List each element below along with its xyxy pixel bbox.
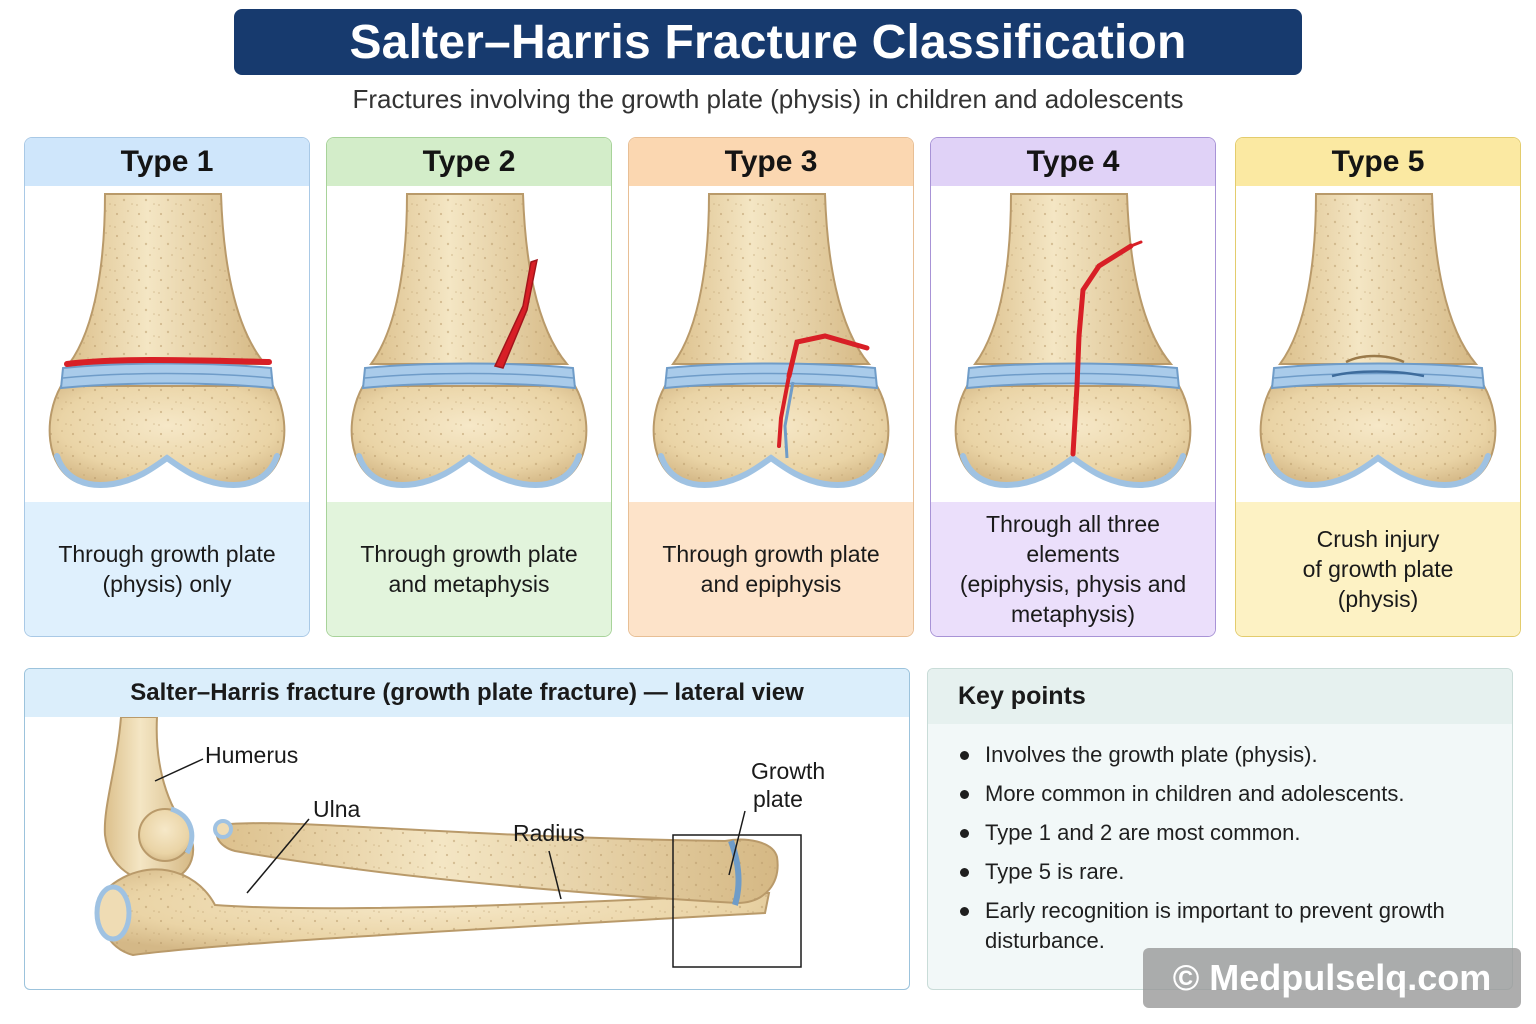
fracture-line [493, 258, 538, 369]
type-card-5: Type 5 Crush injury of growth plate (phy… [1235, 137, 1521, 637]
key-point-item: Early recognition is important to preven… [958, 896, 1482, 956]
type-header: Type 2 [327, 138, 611, 186]
elbow-forearm-illustration: Humerus Ulna Radius Growth plate [94, 717, 825, 968]
key-point-item: Type 5 is rare. [958, 857, 1482, 887]
lateral-view-title: Salter–Harris fracture (growth plate fra… [25, 669, 909, 717]
key-point-item: Involves the growth plate (physis). [958, 740, 1482, 770]
type-card-1: Type 1 Through growth plate (physis) onl… [24, 137, 310, 637]
key-points-title: Key points [928, 669, 1512, 724]
type-header: Type 3 [629, 138, 913, 186]
page-subtitle: Fractures involving the growth plate (ph… [352, 84, 1184, 114]
fracture-line [777, 374, 791, 448]
label-ulna: Ulna [313, 796, 361, 822]
title-banner: Salter–Harris Fracture Classification [234, 9, 1302, 75]
crush-indentation [1345, 354, 1405, 364]
growth-plate-line [728, 839, 742, 906]
label-humerus: Humerus [205, 742, 298, 768]
key-points-list: Involves the growth plate (physis). More… [928, 724, 1512, 956]
type-card-4: Type 4 Through all three elements (epiph… [930, 137, 1216, 637]
page-title: Salter–Harris Fracture Classification [349, 15, 1187, 69]
fracture-line [64, 357, 272, 367]
growth-plate-highlight-box [672, 834, 802, 968]
type-header: Type 4 [931, 138, 1215, 186]
type-description: Through all three elements (epiphysis, p… [931, 502, 1215, 636]
compressed-physis [1331, 370, 1425, 378]
key-points-panel: Key points Involves the growth plate (ph… [927, 668, 1513, 990]
type-description: Crush injury of growth plate (physis) [1236, 502, 1520, 636]
bone-illustration-type-1 [25, 186, 309, 502]
label-radius: Radius [513, 820, 585, 846]
type-description: Through growth plate (physis) only [25, 502, 309, 636]
lateral-view-panel: Salter–Harris fracture (growth plate fra… [24, 668, 910, 990]
type-card-3: Type 3 Through growth plate and epiphysi… [628, 137, 914, 637]
key-point-item: More common in children and adolescents. [958, 779, 1482, 809]
fragment-edge [783, 381, 795, 459]
label-growth-plate-line2: plate [753, 786, 803, 812]
fracture-line [1070, 243, 1134, 457]
watermark: © Medpulselq.com [1143, 948, 1521, 1008]
fracture-line [786, 333, 870, 379]
type-description: Through growth plate and metaphysis [327, 502, 611, 636]
bone-illustration-type-3 [629, 186, 913, 502]
type-description: Through growth plate and epiphysis [629, 502, 913, 636]
bone-illustration-type-2 [327, 186, 611, 502]
label-growth-plate-line1: Growth [751, 758, 825, 784]
type-header: Type 1 [25, 138, 309, 186]
type-header: Type 5 [1236, 138, 1520, 186]
key-point-item: Type 1 and 2 are most common. [958, 818, 1482, 848]
type-card-2: Type 2 Through growth plate and metaphys… [326, 137, 612, 637]
bone-illustration-type-5 [1236, 186, 1520, 502]
bone-illustration-type-4 [931, 186, 1215, 502]
